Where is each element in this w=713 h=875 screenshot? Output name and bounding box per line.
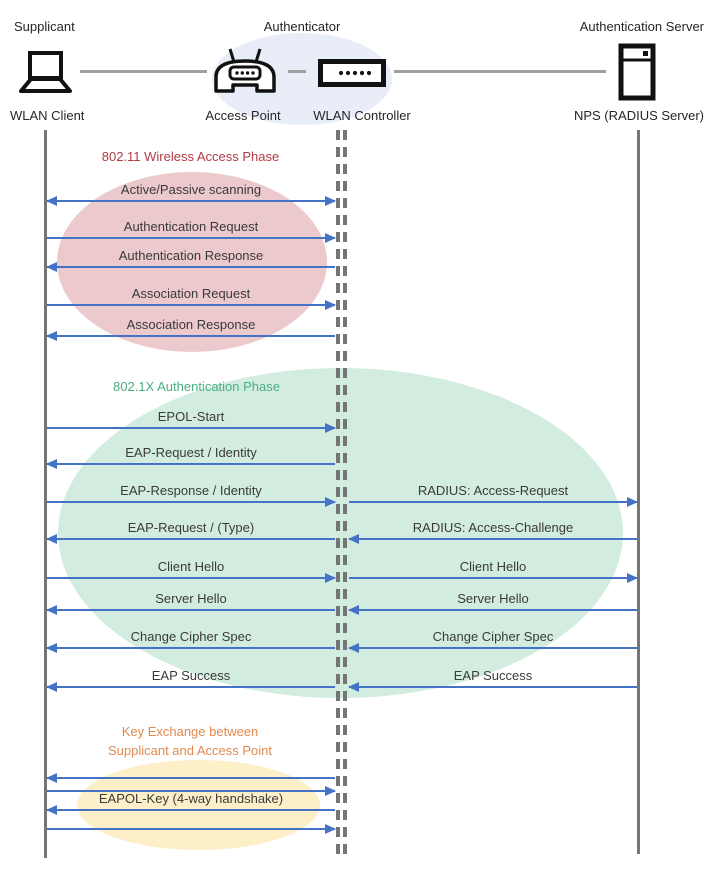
message-arrow xyxy=(349,573,638,583)
message-label: EAP-Request / Identity xyxy=(125,445,257,460)
phase-title-wireless-access: 802.11 Wireless Access Phase xyxy=(101,149,280,164)
message-arrow xyxy=(46,773,335,783)
arrowhead-right-icon xyxy=(627,497,638,507)
message-arrow xyxy=(46,534,335,544)
lifeline-nps-server xyxy=(637,130,640,854)
message-label: Client Hello xyxy=(459,559,527,574)
message-arrow xyxy=(47,824,336,834)
arrowhead-right-icon xyxy=(325,300,336,310)
message-label: Server Hello xyxy=(155,591,227,606)
message-label: Authentication Request xyxy=(123,219,259,234)
message-label: Active/Passive scanning xyxy=(120,182,262,197)
role-label-authentication-server: Authentication Server xyxy=(579,19,704,34)
phase-title-key-exchange: Key Exchange between Supplicant and Acce… xyxy=(70,722,310,760)
message-label: RADIUS: Access-Challenge xyxy=(412,520,574,535)
arrowhead-left-icon xyxy=(46,331,57,341)
arrowhead-left-icon xyxy=(46,196,57,206)
message-label: Client Hello xyxy=(157,559,225,574)
message-arrow xyxy=(47,233,336,243)
node-label-access-point: Access Point xyxy=(205,108,281,123)
dot1x-authentication-phase-ellipse xyxy=(58,368,623,698)
arrowhead-left-icon xyxy=(46,534,57,544)
arrowhead-right-icon xyxy=(627,573,638,583)
message-arrow xyxy=(348,682,637,692)
message-label: EAP-Response / Identity xyxy=(120,483,262,498)
message-arrow xyxy=(46,196,336,206)
arrowhead-left-icon xyxy=(46,643,57,653)
message-arrow xyxy=(46,331,335,341)
message-arrow xyxy=(348,534,637,544)
phase-title-key-exchange-line2: Supplicant and Access Point xyxy=(107,743,273,758)
role-label-supplicant: Supplicant xyxy=(14,19,75,34)
arrowhead-left-icon xyxy=(46,605,57,615)
message-arrow xyxy=(46,605,335,615)
arrowhead-left-icon xyxy=(46,682,57,692)
arrowhead-left-icon xyxy=(348,643,359,653)
message-arrow xyxy=(348,643,637,653)
message-label: Association Response xyxy=(126,317,256,332)
message-label: Server Hello xyxy=(457,591,529,606)
message-label: RADIUS: Access-Request xyxy=(417,483,569,498)
node-label-wlan-controller: WLAN Controller xyxy=(313,108,411,123)
message-label: Authentication Response xyxy=(118,248,264,263)
message-label: EAP Success xyxy=(151,668,231,683)
node-label-wlan-client: WLAN Client xyxy=(10,108,85,123)
message-label: Association Request xyxy=(131,286,251,301)
arrowhead-right-icon xyxy=(325,423,336,433)
message-arrow xyxy=(47,300,336,310)
arrowhead-left-icon xyxy=(46,262,57,272)
wlan-controller-icon xyxy=(318,59,386,87)
laptop-icon xyxy=(12,50,78,96)
arrowhead-left-icon xyxy=(46,805,57,815)
message-label: EAP-Request / (Type) xyxy=(127,520,255,535)
arrowhead-right-icon xyxy=(325,497,336,507)
phase-title-key-exchange-line1: Key Exchange between xyxy=(121,724,259,739)
message-label: EAP Success xyxy=(453,668,533,683)
arrowhead-left-icon xyxy=(348,534,359,544)
role-label-authenticator: Authenticator xyxy=(263,19,341,34)
lifeline-wlan-controller xyxy=(343,130,347,854)
message-arrow xyxy=(46,805,335,815)
message-arrow xyxy=(46,643,335,653)
arrowhead-left-icon xyxy=(348,605,359,615)
message-arrow xyxy=(349,497,638,507)
message-arrow xyxy=(47,423,336,433)
lifeline-access-point xyxy=(336,130,340,854)
message-label: Change Cipher Spec xyxy=(432,629,554,644)
server-icon xyxy=(618,43,656,101)
arrowhead-right-icon xyxy=(325,824,336,834)
link-controller-to-server xyxy=(394,70,606,73)
key-exchange-phase-ellipse xyxy=(77,760,320,850)
message-arrow xyxy=(47,573,336,583)
arrowhead-right-icon xyxy=(325,573,336,583)
arrowhead-right-icon xyxy=(325,233,336,243)
arrowhead-right-icon xyxy=(325,786,336,796)
access-point-icon xyxy=(213,46,277,96)
arrowhead-right-icon xyxy=(325,196,336,206)
message-label: EAPOL-Key (4-way handshake) xyxy=(98,791,284,806)
node-label-nps-radius-server: NPS (RADIUS Server) xyxy=(573,108,704,123)
arrowhead-left-icon xyxy=(348,682,359,692)
phase-title-dot1x-authentication: 802.1X Authentication Phase xyxy=(113,379,280,394)
link-ap-to-controller xyxy=(288,70,306,73)
arrowhead-left-icon xyxy=(46,459,57,469)
arrowhead-left-icon xyxy=(46,773,57,783)
message-arrow xyxy=(46,459,335,469)
message-arrow xyxy=(47,786,336,796)
lifeline-wlan-client xyxy=(44,130,47,858)
message-arrow xyxy=(348,605,637,615)
wireless-access-phase-ellipse xyxy=(57,172,327,352)
message-arrow xyxy=(46,682,335,692)
link-client-to-ap xyxy=(80,70,207,73)
message-arrow xyxy=(47,497,336,507)
message-arrow xyxy=(46,262,335,272)
message-label: EPOL-Start xyxy=(157,409,225,424)
message-label: Change Cipher Spec xyxy=(130,629,252,644)
